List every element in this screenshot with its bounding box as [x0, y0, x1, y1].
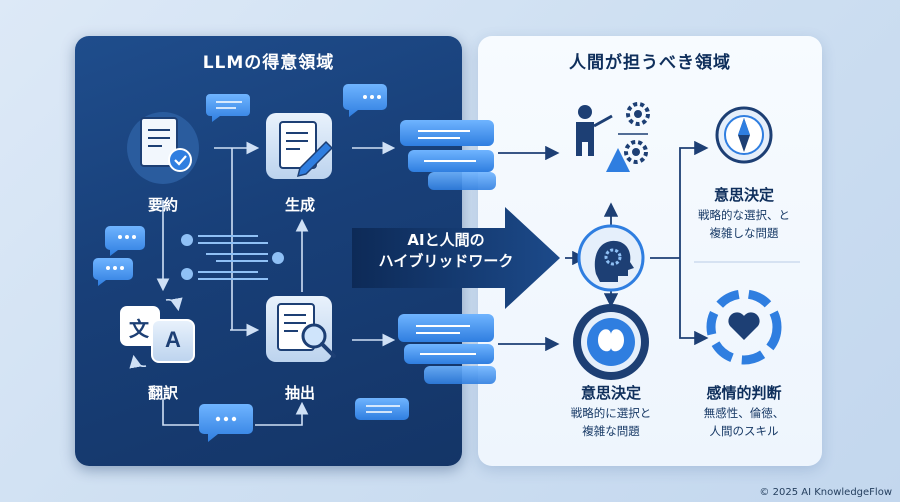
hybrid-arrow: [352, 207, 560, 309]
summary-label: 要約: [147, 196, 178, 214]
left-connectors: [156, 141, 396, 426]
translate-label: 翻訳: [147, 384, 178, 402]
message-bubbles-bottom: [398, 314, 496, 384]
head-gear-icon: [577, 224, 645, 292]
hands-heart-icon: [706, 289, 782, 365]
generate-icon: [266, 113, 334, 179]
compass-icon: [715, 106, 773, 164]
human-panel-title: 人間が担うべき領域: [569, 53, 731, 73]
translate-glyph-target: A: [165, 327, 181, 352]
decision-label-1: 意思決定: [713, 186, 774, 204]
llm-panel-title: LLMの得意領域: [202, 53, 335, 73]
generate-label: 生成: [284, 196, 315, 214]
user-list: [181, 234, 284, 280]
hybrid-work-label: AIと人間の ハイブリッドワーク: [378, 231, 514, 270]
extract-icon: [266, 296, 336, 362]
strategy-person-icon: [576, 102, 650, 172]
decision-desc-2: 戦略的に選択と 複雑な問題: [570, 406, 652, 438]
decision-label-2: 意思決定: [580, 384, 641, 402]
copyright-notice: © 2025 AI KnowledgeFlow: [759, 487, 892, 498]
summary-icon: [127, 112, 199, 184]
translate-icon: [120, 297, 195, 369]
translate-glyph-source: 文: [129, 317, 149, 341]
emotional-judgment-desc: 無感性、倫徳、 人間のスキル: [703, 406, 785, 438]
decision-desc-1: 戦略的な選択、と 複雑しな問題: [698, 208, 790, 240]
emotional-judgment-label: 感情的判断: [706, 384, 782, 402]
message-bubbles-top: [400, 120, 496, 190]
brain-gear-icon: [573, 304, 649, 380]
extract-label: 抽出: [284, 384, 315, 402]
